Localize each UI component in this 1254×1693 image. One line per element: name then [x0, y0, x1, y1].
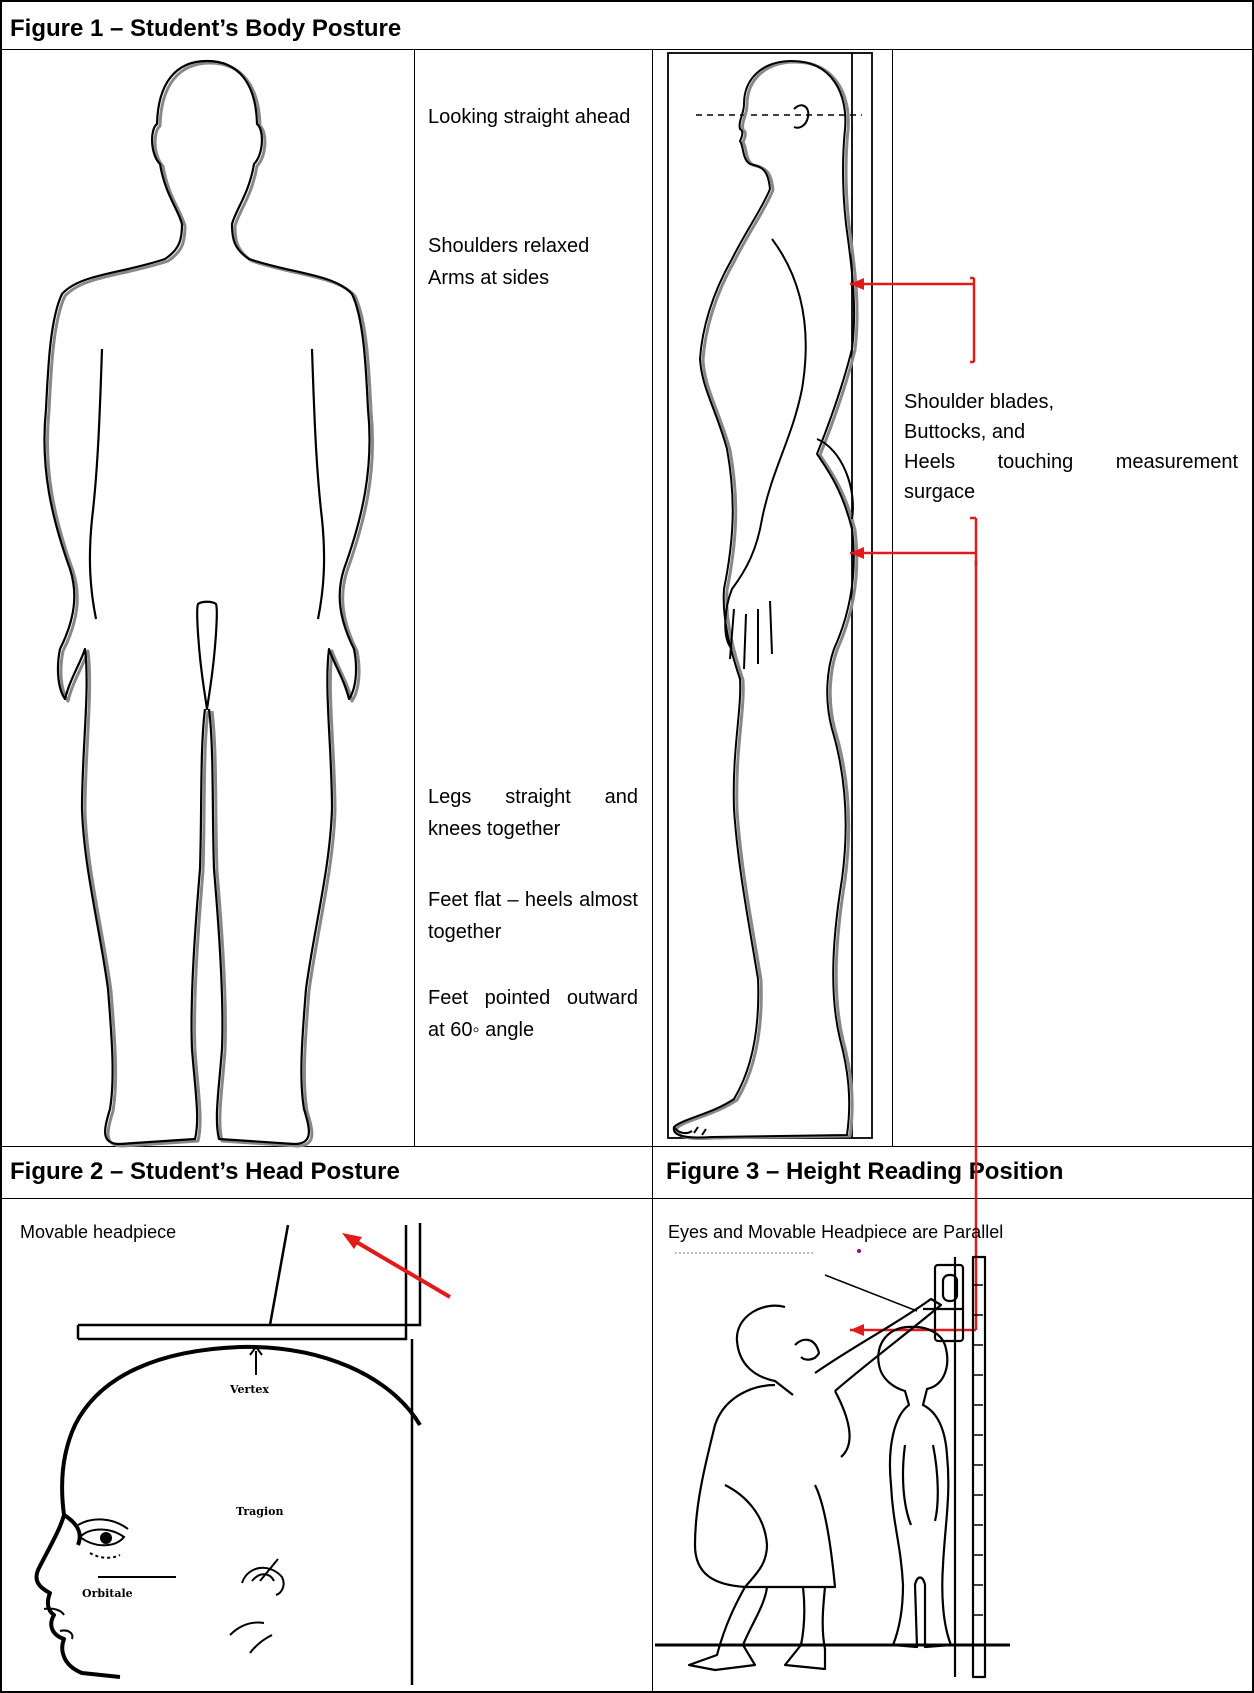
height-reading-illustration	[655, 1245, 1245, 1685]
callout-line-2: Buttocks, and	[904, 417, 1238, 447]
table-rule-row3	[0, 1198, 1254, 1199]
label-feet-pointed: Feet pointed outward at 60◦ angle	[428, 982, 638, 1046]
figure-2-title: Figure 2 – Student’s Head Posture	[10, 1158, 400, 1186]
label-looking-straight-ahead: Looking straight ahead	[428, 101, 638, 133]
callout-line-1: Shoulder blades,	[904, 387, 1238, 417]
side-callout: Shoulder blades, Buttocks, and Heels tou…	[904, 387, 1238, 507]
label-legs-straight: Legs straight and knees together	[428, 781, 638, 845]
table-border-top	[0, 0, 1254, 2]
tragion-label: Tragion	[236, 1505, 284, 1518]
label-shoulders-relaxed: Shoulders relaxed Arms at sides	[428, 230, 638, 294]
figure-1-title: Figure 1 – Student’s Body Posture	[10, 15, 401, 43]
label-feet-flat: Feet flat – heels almost together	[428, 884, 638, 948]
orbitale-label: Orbitale	[82, 1587, 133, 1600]
callout-line-3: Heels touching measurement surgace	[904, 447, 1238, 507]
vertex-label: Vertex	[229, 1383, 269, 1396]
table-rule-row2	[0, 1146, 1254, 1147]
table-col-divider-1	[414, 49, 415, 1146]
head-posture-illustration: Vertex Tragion Orbitale	[20, 1225, 580, 1685]
figure-3-caption: Eyes and Movable Headpiece are Parallel	[668, 1220, 1003, 1244]
label-arms: Arms at sides	[428, 262, 638, 294]
body-front-illustration	[0, 49, 414, 1146]
label-shoulders: Shoulders relaxed	[428, 230, 638, 262]
